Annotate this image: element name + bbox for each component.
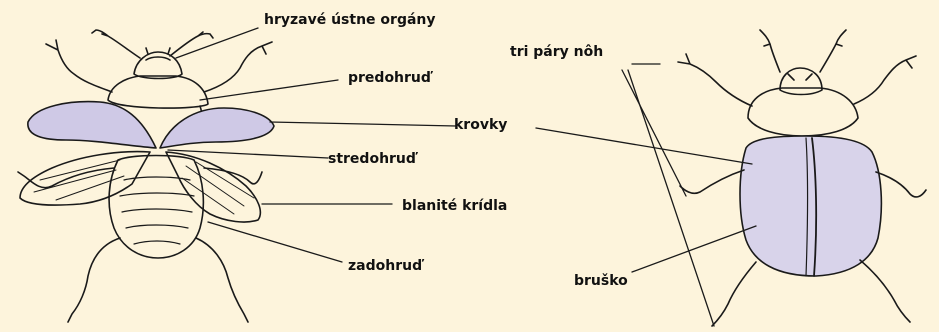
left-pronotum-shape [107, 75, 209, 109]
pointer-abdomen [631, 225, 757, 273]
left-elytron-left [27, 100, 157, 149]
label-abdomen: bruško [574, 273, 628, 289]
label-mouthparts: hryzavé ústne orgány [264, 12, 436, 28]
left-elytron-right [159, 107, 275, 149]
pointer-legs-mid [621, 69, 687, 197]
label-metathorax: zadohruď [348, 258, 423, 274]
right-beetle [535, 29, 927, 327]
pointer-legs-hind [627, 69, 715, 327]
pointer-metathorax [207, 221, 343, 263]
left-abdomen-shape [108, 154, 205, 259]
pointer-elytra [269, 121, 457, 127]
right-elytra-shape [739, 135, 883, 277]
label-prothorax: predohruď [348, 70, 431, 86]
label-mesothorax: stredohruď [328, 151, 416, 167]
right-pronotum-shape [747, 87, 859, 137]
label-elytra: krovky [454, 117, 508, 133]
pointer-elytra-right [535, 127, 753, 165]
pointer-mesothorax [167, 149, 329, 159]
pointer-mouthparts [175, 27, 259, 59]
left-hindwing-right [165, 151, 262, 223]
left-hindwing-left [19, 150, 151, 206]
left-head-shape [133, 51, 183, 80]
right-head-shape [779, 67, 823, 96]
label-hindwings: blanité krídla [402, 198, 508, 214]
label-legs: tri páry nôh [510, 44, 604, 60]
left-beetle [17, 27, 457, 323]
pointer-prothorax [199, 79, 339, 101]
